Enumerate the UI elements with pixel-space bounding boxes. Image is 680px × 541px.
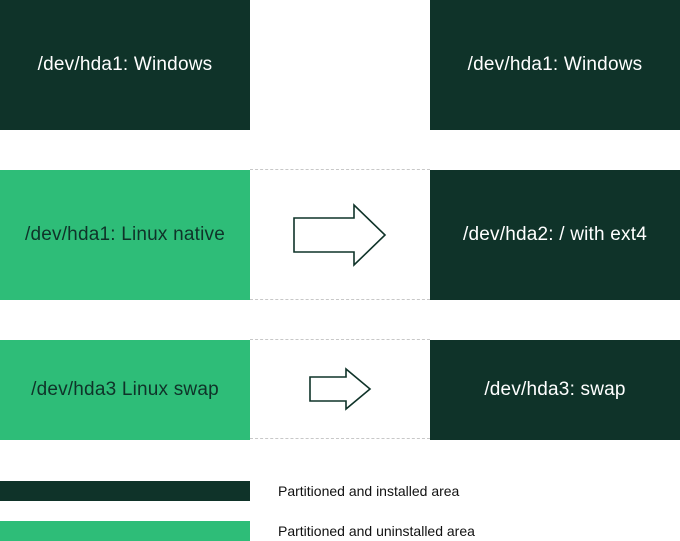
legend-installed-swatch (0, 481, 250, 501)
legend-uninstalled-swatch (0, 521, 250, 541)
connector-row3-top (250, 339, 430, 340)
after-partition-windows: /dev/hda1: Windows (430, 0, 680, 130)
connector-row2-top (250, 169, 430, 170)
before-partition-linux-swap-label: /dev/hda3 Linux swap (31, 379, 219, 400)
after-partition-ext4-label: /dev/hda2: / with ext4 (463, 224, 647, 245)
arrow-right-icon (293, 203, 387, 267)
after-partition-ext4: /dev/hda2: / with ext4 (430, 170, 680, 300)
legend-uninstalled-label: Partitioned and uninstalled area (278, 523, 475, 539)
connector-row2-bottom (250, 299, 430, 300)
before-partition-windows-label: /dev/hda1: Windows (37, 54, 213, 75)
before-partition-linux-native: /dev/hda1: Linux native (0, 170, 250, 300)
before-partition-windows: /dev/hda1: Windows (0, 0, 250, 130)
after-partition-swap-label: /dev/hda3: swap (484, 379, 626, 400)
after-partition-windows-label: /dev/hda1: Windows (467, 54, 643, 75)
after-partition-swap: /dev/hda3: swap (430, 340, 680, 440)
connector-row3-bottom (250, 438, 430, 439)
arrow-right-small-icon (309, 367, 372, 411)
before-partition-linux-swap: /dev/hda3 Linux swap (0, 340, 250, 440)
legend-installed-label: Partitioned and installed area (278, 483, 460, 499)
before-partition-linux-native-label: /dev/hda1: Linux native (24, 224, 226, 245)
